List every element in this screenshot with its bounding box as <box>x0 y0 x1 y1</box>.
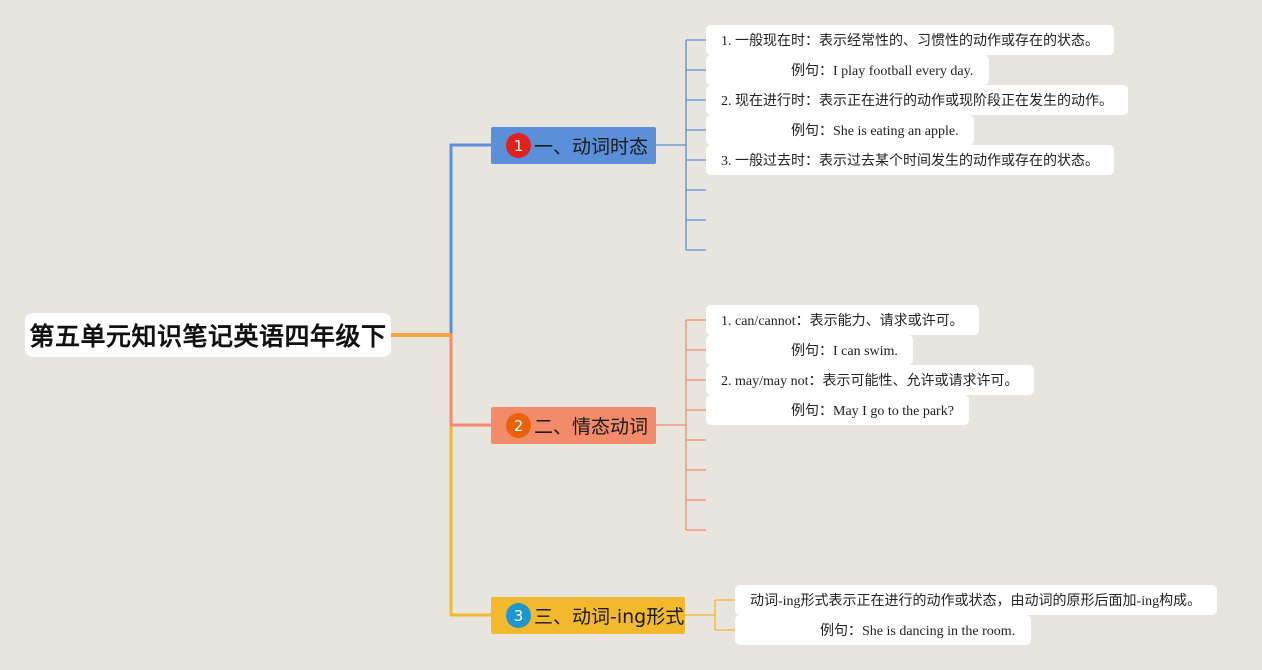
leaf-definition[interactable]: 动词-ing形式表示正在进行的动作或状态，由动词的原形后面加-ing构成。 <box>735 585 1217 615</box>
leaf-example[interactable]: 例句：She is eating an apple. <box>706 115 974 145</box>
leaf-definition[interactable]: 1. can/cannot：表示能力、请求或许可。 <box>706 305 979 335</box>
branch-topic-ing-form[interactable]: 3 三、动词-ing形式 <box>491 597 685 634</box>
branch-topic-modal-verbs[interactable]: 2 二、情态动词 <box>491 407 656 444</box>
leaf-definition[interactable]: 2. may/may not：表示可能性、允许或请求许可。 <box>706 365 1034 395</box>
leaf-text: 例句：I play football every day. <box>791 64 974 79</box>
leaf-definition[interactable]: 2. 现在进行时：表示正在进行的动作或现阶段正在发生的动作。 <box>706 85 1128 115</box>
leaf-text: 3. 一般过去时：表示过去某个时间发生的动作或存在的状态。 <box>721 154 1099 169</box>
leaf-example[interactable]: 例句：I play football every day. <box>706 55 989 85</box>
branch-label: 一、动词时态 <box>534 136 649 158</box>
leaf-text: 2. may/may not：表示可能性、允许或请求许可。 <box>721 374 1019 389</box>
leaf-text: 动词-ing形式表示正在进行的动作或状态，由动词的原形后面加-ing构成。 <box>750 594 1202 609</box>
leaf-text: 例句：May I go to the park? <box>791 404 954 419</box>
leaf-text: 例句：She is dancing in the room. <box>820 624 1016 639</box>
number-badge-3: 3 <box>506 603 531 628</box>
connector-root-to-branch-1 <box>391 143 491 337</box>
leaf-definition[interactable]: 1. 一般现在时：表示经常性的、习惯性的动作或存在的状态。 <box>706 25 1114 55</box>
branch-label: 三、动词-ing形式 <box>534 606 685 628</box>
leaf-text: 1. 一般现在时：表示经常性的、习惯性的动作或存在的状态。 <box>721 34 1099 49</box>
number-badge-2: 2 <box>506 413 531 438</box>
branch-1-leaf-connectors <box>656 39 706 251</box>
leaf-text: 例句：She is eating an apple. <box>791 124 959 139</box>
leaf-text: 2. 现在进行时：表示正在进行的动作或现阶段正在发生的动作。 <box>721 94 1113 109</box>
branch-3-leaf-connectors <box>685 599 735 631</box>
leaf-example[interactable]: 例句：I can swim. <box>706 335 913 365</box>
leaf-example[interactable]: 例句：She is dancing in the room. <box>735 615 1031 645</box>
leaf-text: 例句：I can swim. <box>791 344 898 359</box>
root-title: 第五单元知识笔记英语四年级下 <box>29 322 387 351</box>
leaf-example[interactable]: 例句：May I go to the park? <box>706 395 969 425</box>
leaf-definition[interactable]: 3. 一般过去时：表示过去某个时间发生的动作或存在的状态。 <box>706 145 1114 175</box>
number-badge-1: 1 <box>506 133 531 158</box>
leaf-text: 1. can/cannot：表示能力、请求或许可。 <box>721 314 964 329</box>
root-topic[interactable]: 第五单元知识笔记英语四年级下 <box>25 313 391 357</box>
branch-2-leaf-connectors <box>656 319 706 531</box>
connector-root-to-branch-3 <box>391 333 491 617</box>
branch-topic-verb-tense[interactable]: 1 一、动词时态 <box>491 127 656 164</box>
branch-label: 二、情态动词 <box>534 416 649 438</box>
connector-root-to-branch-2 <box>391 333 491 427</box>
